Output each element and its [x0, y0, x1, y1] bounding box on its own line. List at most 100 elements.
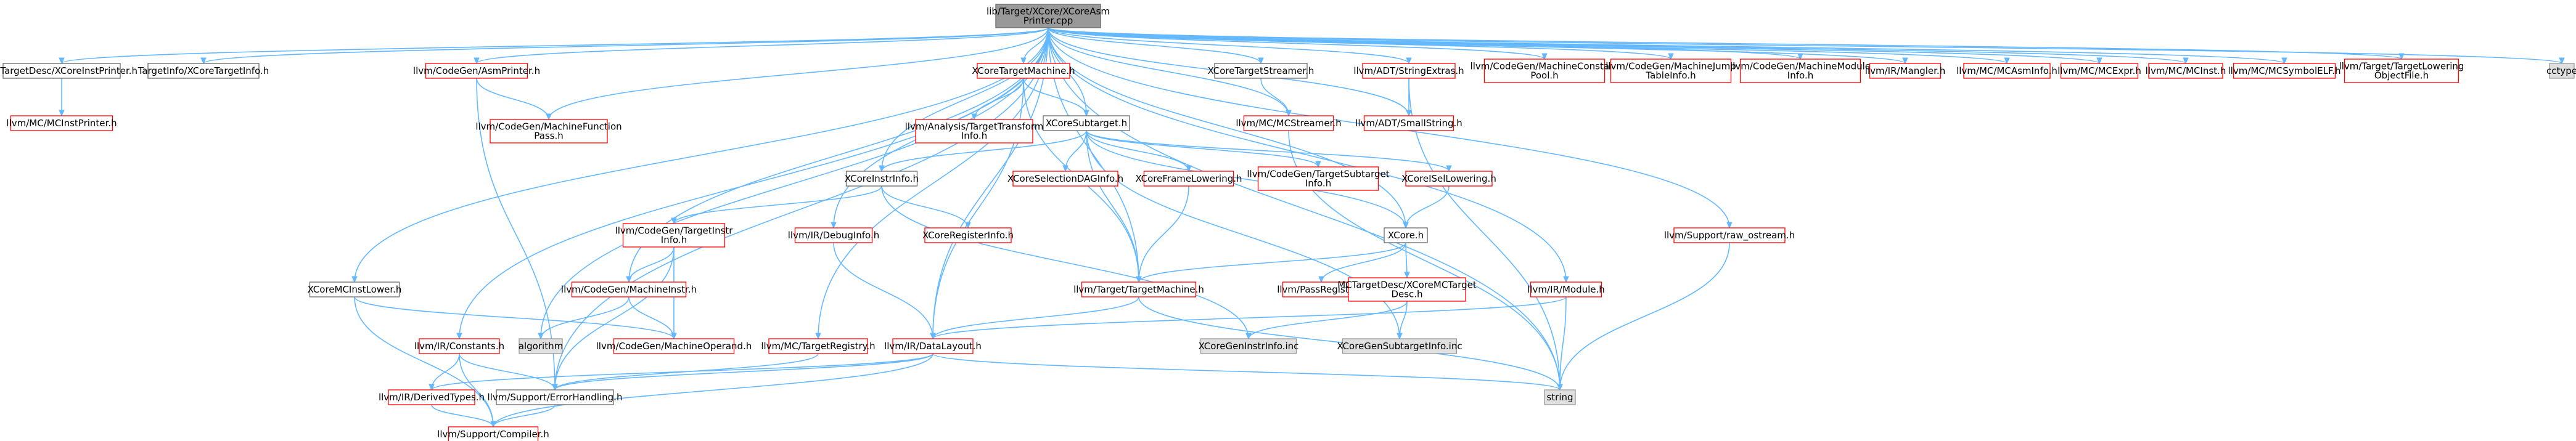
arrowhead-asmp-to-mfp: [546, 113, 552, 121]
node-box-cctype: [2549, 63, 2575, 79]
node-mcstreamer[interactable]: llvm/MC/MCStreamer.h: [1236, 115, 1342, 131]
node-label-mmi-0: llvm/CodeGen/MachineModule: [1730, 61, 1871, 72]
node-box-mmi: [1739, 59, 1861, 83]
node-xfl[interactable]: XCoreFrameLowering.h: [1135, 171, 1242, 187]
node-xri[interactable]: XCoreRegisterInfo.h: [922, 227, 1014, 243]
edge-asmp-to-errh: [476, 78, 556, 390]
arrowhead-root-to-xts: [1258, 57, 1264, 65]
node-tregistry[interactable]: llvm/MC/TargetRegistry.h: [761, 338, 876, 354]
node-string[interactable]: string: [1544, 389, 1576, 405]
edge-xisl-to-xcore: [1405, 185, 1450, 229]
arrowhead-xcore-to-passreg: [1318, 276, 1324, 283]
edge-root-to-xii: [881, 27, 1049, 172]
node-datalayout[interactable]: llvm/IR/DataLayout.h: [884, 338, 982, 354]
node-gensub[interactable]: XCoreGenSubtargetInfo.inc: [1337, 338, 1462, 354]
edge-xsub-to-xfl: [1086, 130, 1189, 172]
node-errh[interactable]: llvm/Support/ErrorHandling.h: [488, 389, 623, 405]
node-mcsym[interactable]: llvm/MC/MCSymbolELF.h: [2228, 63, 2341, 79]
node-label-tii-0: llvm/CodeGen/TargetInstr: [615, 225, 734, 237]
node-box-tregistry: [768, 338, 868, 354]
node-smallstr[interactable]: llvm/ADT/SmallString.h: [1355, 115, 1462, 131]
arrowhead-root-to-mcinst: [2183, 57, 2189, 65]
node-box-mcsym: [2233, 63, 2336, 79]
node-mcexpr[interactable]: llvm/MC/MCExpr.h: [2057, 63, 2141, 79]
edge-mctd-to-geninstr: [1248, 301, 1408, 339]
node-debuginfo[interactable]: llvm/IR/DebugInfo.h: [788, 227, 880, 243]
node-xii[interactable]: XCoreInstrInfo.h: [845, 171, 919, 187]
node-label-tsi-0: llvm/CodeGen/TargetSubtarget: [1247, 169, 1389, 180]
node-tixti[interactable]: TargetInfo/XCoreTargetInfo.h: [137, 63, 269, 79]
node-xsub[interactable]: XCoreSubtarget.h: [1043, 115, 1130, 131]
node-xtm[interactable]: XCoreTargetMachine.h: [972, 63, 1075, 79]
node-mangler[interactable]: llvm/IR/Mangler.h: [1865, 63, 1945, 79]
node-label-mcpool-1: Pool.h: [1530, 70, 1558, 81]
node-box-mangler: [1869, 63, 1942, 79]
node-label-mcstreamer-0: llvm/MC/MCStreamer.h: [1236, 118, 1341, 129]
node-box-xii: [845, 171, 918, 187]
node-mcinstpr[interactable]: llvm/MC/MCInstPrinter.h: [6, 115, 117, 131]
node-xts[interactable]: XCoreTargetStreamer.h: [1208, 63, 1315, 79]
node-xsdag[interactable]: XCoreSelectionDAGInfo.h: [1007, 171, 1123, 187]
node-xisl[interactable]: XCoreISelLowering.h: [1401, 171, 1496, 187]
arrowhead-xts-to-mcstreamer: [1286, 110, 1292, 117]
arrowhead-tii-to-minstr: [626, 276, 632, 283]
node-constants[interactable]: llvm/IR/Constants.h: [414, 338, 504, 354]
node-algorithm[interactable]: algorithm: [519, 338, 563, 354]
edge-xsub-to-tsi: [1086, 130, 1319, 168]
node-mcinst[interactable]: llvm/MC/MCInst.h: [2146, 63, 2226, 79]
node-label-mcsym-0: llvm/MC/MCSymbolELF.h: [2228, 65, 2341, 76]
arrowhead-mctd-to-gensub: [1397, 333, 1403, 340]
node-mctip[interactable]: MCTargetDesc/XCoreInstPrinter.h: [0, 63, 137, 79]
edge-root-to-mfp: [548, 27, 1049, 120]
edge-root-to-tregistry: [818, 27, 1049, 339]
node-label-xts-0: XCoreTargetStreamer.h: [1208, 65, 1315, 76]
node-box-mcasm: [1963, 63, 2051, 79]
node-box-atti: [915, 119, 1033, 144]
node-label-mcinstpr-0: llvm/MC/MCInstPrinter.h: [6, 118, 117, 129]
edge-xsub-to-xisl: [1086, 130, 1450, 172]
node-label-ttm-0: llvm/Target/TargetMachine.h: [1073, 284, 1204, 295]
node-box-mcstreamer: [1243, 115, 1334, 131]
node-box-tsi: [1257, 166, 1379, 191]
node-label-passreg-0: llvm/PassRegistry.h: [1277, 284, 1366, 295]
node-xcore[interactable]: XCore.h: [1384, 227, 1428, 243]
node-strext[interactable]: llvm/ADT/StringExtras.h: [1353, 63, 1464, 79]
node-box-algorithm: [519, 338, 563, 354]
edge-asmp-to-mfp: [476, 78, 549, 120]
edge-rawos-to-string: [1559, 242, 1730, 390]
node-geninstr[interactable]: XCoreGenInstrInfo.inc: [1199, 338, 1299, 354]
edge-datalayout-to-dertypes: [431, 353, 933, 390]
node-box-mctip: [2, 63, 121, 79]
node-mop[interactable]: llvm/CodeGen/MachineOperand.h: [596, 338, 752, 354]
node-label-mctd-0: MCTargetDesc/XCoreMCTarget: [1337, 280, 1477, 291]
node-dertypes[interactable]: llvm/IR/DerivedTypes.h: [379, 389, 485, 405]
node-xmcil[interactable]: XCoreMCInstLower.h: [308, 281, 402, 297]
node-asmp[interactable]: llvm/CodeGen/AsmPrinter.h: [413, 63, 540, 79]
node-box-constants: [419, 338, 500, 354]
node-ttm[interactable]: llvm/Target/TargetMachine.h: [1073, 281, 1204, 297]
node-label-mmi-1: Info.h: [1787, 70, 1813, 81]
node-mcasm[interactable]: llvm/MC/MCAsmInfo.h: [1956, 63, 2057, 79]
node-module[interactable]: llvm/IR/Module.h: [1527, 281, 1605, 297]
node-rawos[interactable]: llvm/Support/raw_ostream.h: [1664, 227, 1795, 243]
node-minstr[interactable]: llvm/CodeGen/MachineInstr.h: [561, 281, 697, 297]
node-label-atti-0: llvm/Analysis/TargetTransform: [905, 121, 1044, 132]
edge-root-to-cctype: [1048, 27, 2562, 64]
arrowhead-root-to-module: [1563, 276, 1569, 283]
node-compiler[interactable]: llvm/Support/Compiler.h: [437, 426, 549, 441]
node-cctype[interactable]: cctype: [2546, 63, 2576, 79]
arrowhead-xii-to-xri: [965, 222, 971, 229]
node-label-strext-0: llvm/ADT/StringExtras.h: [1353, 65, 1464, 76]
edge-root-to-string: [1048, 27, 1561, 390]
